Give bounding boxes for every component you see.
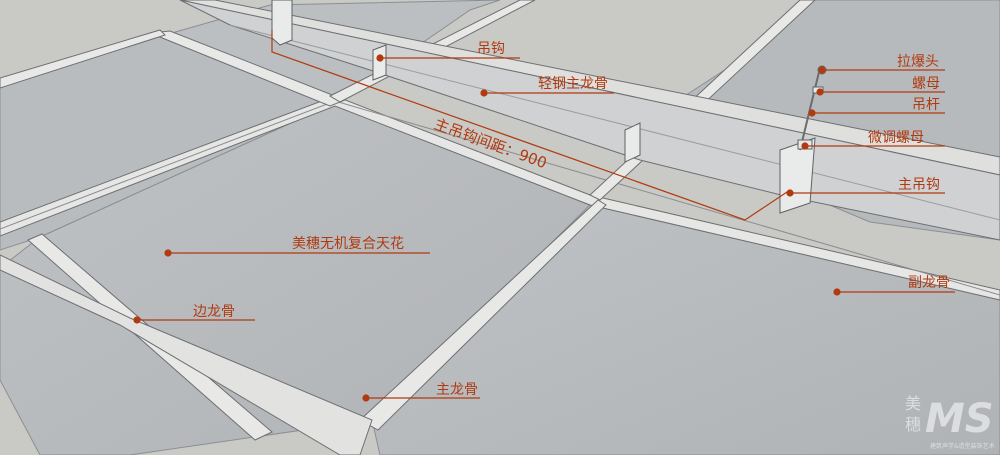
leader-expansion-bolt [818,66,945,74]
label-main-keel: 主龙骨 [436,382,478,398]
hanger-clip-2 [624,122,641,163]
label-edge-keel: 边龙骨 [193,304,235,320]
hanger-left [271,0,293,46]
label-hanger-rod: 吊杆 [912,97,940,113]
leader-hanger-rod [808,109,945,117]
leader-fine-tune-nut [801,142,945,150]
main-keel-lip [229,24,1000,221]
secondary-keel-front [0,95,1000,301]
hanger-clip-1 [372,44,387,81]
label-main-hanger: 主吊钩 [898,177,940,193]
watermark-cn-2: 穗 [905,415,921,434]
leader-main-hanger [786,189,945,197]
label-light-steel-main-keel: 轻钢主龙骨 [538,76,608,92]
secondary-keel-groove-right [334,100,1000,296]
tbar-upper-left [149,30,347,107]
label-ceiling-board: 美穗无机复合天花 [292,235,404,252]
hanger-rod [799,67,821,151]
label-nut: 螺母 [912,76,940,92]
leader-main-keel [362,394,480,402]
secondary-keel [0,95,1000,301]
watermark-tagline: 建筑声学&造型装饰艺术 [930,442,995,450]
edge-keel-left [0,29,166,89]
label-fine-tune-nut: 微调螺母 [868,130,924,146]
label-hanger: 吊钩 [477,41,505,57]
brand-watermark: 美 穗 MS 建筑声学&造型装饰艺术 [905,394,995,450]
leader-ceiling-board [164,249,430,257]
callout-leaders [133,54,955,402]
secondary-keel-groove [0,100,336,230]
leader-edge-keel [133,316,255,324]
hangers [271,0,816,214]
watermark-logo: MS [925,396,994,442]
watermark-cn-1: 美 [905,394,921,413]
label-secondary-keel: 副龙骨 [908,275,950,291]
leader-nut [816,88,945,96]
leader-light-steel-keel [480,89,614,97]
leader-hanger [376,54,520,62]
spacing-line [271,30,791,221]
leader-secondary-keel [833,288,955,296]
tbar-lower-middle [359,199,607,431]
label-expansion-bolt: 拉爆头 [897,54,939,70]
edge-keel-bottom [0,254,373,455]
